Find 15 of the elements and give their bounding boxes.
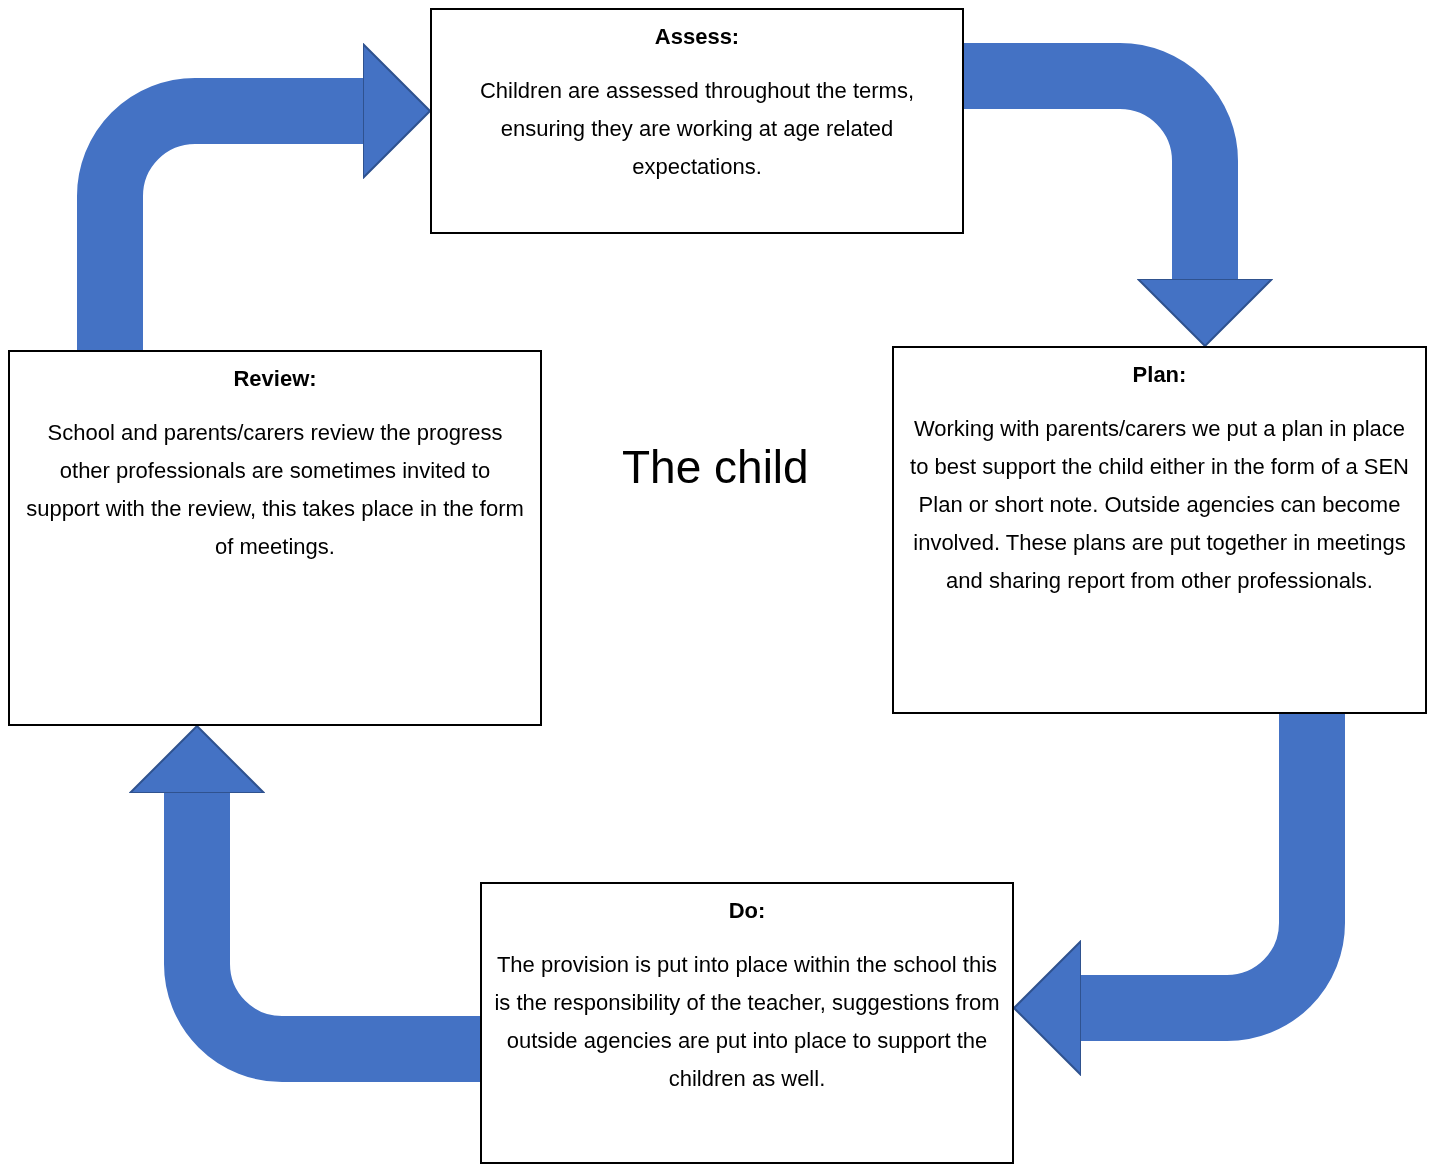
- text-box: [8, 350, 542, 726]
- block-arrow: [1013, 714, 1345, 1076]
- box-heading: Review:: [232, 366, 318, 392]
- block-arrow: [129, 725, 480, 1082]
- box-heading: Do:: [727, 898, 767, 924]
- box-heading: Assess:: [653, 24, 741, 50]
- box-description: School and parents/carers review the progress other professionals are sometimes invited to support with the review, this takes place in the form of meetings.: [25, 419, 525, 561]
- text-box: [430, 8, 964, 234]
- text-box: [892, 346, 1427, 714]
- center-label: The child: [622, 440, 809, 494]
- box-heading: Plan:: [1131, 362, 1188, 388]
- box-description: The provision is put into place within the school this is the responsibility of the teacher, suggestions from outside agencies are put into place to support the children as well.: [494, 951, 1000, 1093]
- box-description: Children are assessed throughout the terms, ensuring they are working at age related expectations.: [478, 77, 916, 181]
- text-box: [480, 882, 1014, 1164]
- box-description: Working with parents/carers we put a plan in place to best support the child either in the form of a SEN Plan or short note. Outside agencies can become involved. These plans are put together in meetings and sharing report from other professionals.: [909, 415, 1410, 595]
